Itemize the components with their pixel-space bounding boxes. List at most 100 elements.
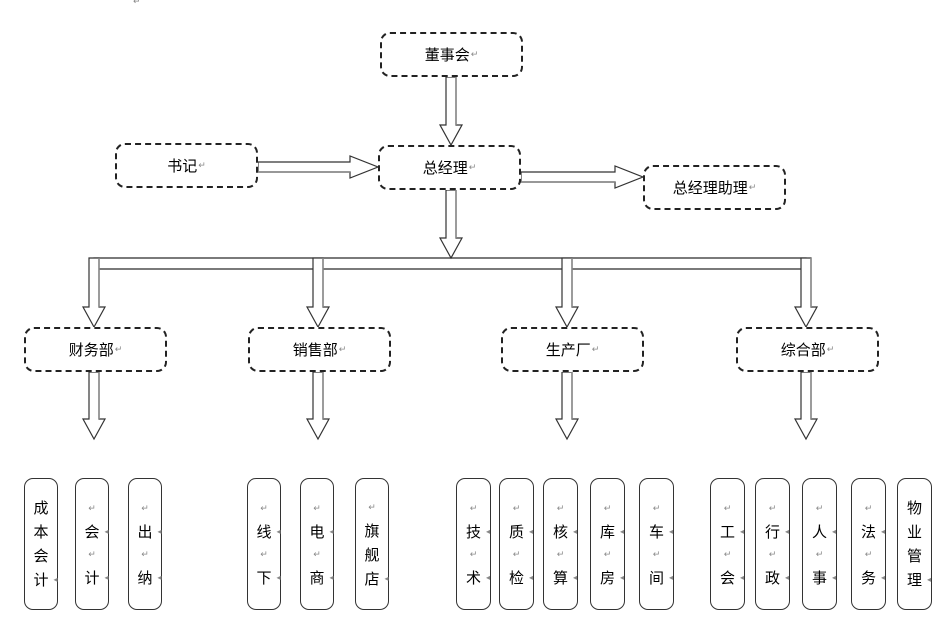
paragraph-mark-icon: ↵ [260,549,268,560]
node-unit[interactable]: ↵会◂↵计◂ [75,478,109,610]
paragraph-mark-icon: ↵ [748,182,757,193]
node-unit-char: 线◂ [256,522,281,541]
arrow-board-to-gm [438,76,464,147]
paragraph-mark-icon: ◂ [926,575,931,584]
node-unit-char: 店◂ [364,569,389,588]
node-unit-char: 成 [33,498,49,517]
paragraph-mark-icon: ◂ [668,573,673,582]
node-unit-char: 质◂ [508,522,533,541]
arrow-secretary-to-gm [257,155,380,179]
node-department[interactable]: 销售部↵ [248,327,391,372]
node-unit[interactable]: ↵核◂↵算◂ [543,478,578,610]
node-unit[interactable]: ↵线◂↵下◂ [247,478,281,610]
paragraph-mark-icon: ↵ [198,160,206,171]
arrow-gm-to-bus [438,189,464,260]
node-unit-char: 纳◂ [137,568,162,587]
node-general-manager-label: 总经理 [422,159,468,177]
bus-bar [93,257,807,270]
node-unit-char: 术◂ [465,568,490,587]
paragraph-mark-icon: ◂ [784,573,789,582]
paragraph-mark-icon: ↵ [114,344,123,355]
node-unit[interactable]: ↵法◂↵务◂ [851,478,886,610]
paragraph-mark-icon: ↵ [313,549,321,560]
node-unit-char: 检◂ [508,568,533,587]
paragraph-mark-icon: ↵ [133,0,141,7]
node-unit[interactable]: ↵人◂↵事◂ [802,478,837,610]
paragraph-mark-icon: ◂ [276,573,281,582]
node-unit-char: 出◂ [137,522,162,541]
node-department[interactable]: 生产厂↵ [501,327,644,372]
node-department[interactable]: 综合部↵ [736,327,879,372]
node-department[interactable]: 财务部↵ [24,327,167,372]
node-unit-char: 务◂ [860,568,885,587]
node-general-manager[interactable]: 总经理↵ [378,145,521,190]
node-unit[interactable]: ↵库◂↵房◂ [590,478,625,610]
paragraph-mark-icon: ↵ [723,549,732,560]
arrow-department-to-units [305,371,331,441]
paragraph-mark-icon: ↵ [88,549,96,560]
node-unit[interactable]: ↵质◂↵检◂ [499,478,534,610]
node-unit-char: 计◂ [33,570,58,589]
node-gm-assistant[interactable]: 总经理助理↵ [643,165,786,210]
paragraph-mark-icon: ◂ [157,527,162,536]
node-unit[interactable]: ↵ 技◂ ↵ 术◂ [456,478,491,610]
paragraph-mark-icon: ◂ [619,527,624,536]
paragraph-mark-icon: ↵ [864,549,873,560]
node-unit-char: 旗 [364,521,380,540]
paragraph-mark-icon: ◂ [528,573,533,582]
paragraph-mark-icon: ◂ [880,527,885,536]
node-unit-char: 本 [33,522,49,541]
node-unit-char: 会 [33,546,49,565]
node-unit-char: 算◂ [552,568,577,587]
node-gm-assistant-label: 总经理助理 [672,179,748,197]
paragraph-mark-icon: ↵ [469,503,478,514]
paragraph-mark-icon: ◂ [528,527,533,536]
paragraph-mark-icon: ↵ [603,503,612,514]
node-unit[interactable]: ↵工◂↵会◂ [710,478,745,610]
paragraph-mark-icon: ◂ [572,573,577,582]
node-unit[interactable]: 成本会计◂ [24,478,58,610]
node-unit-char: 计◂ [84,568,109,587]
node-department-label: 生产厂 [545,341,591,359]
node-unit-char: 商◂ [309,568,334,587]
node-unit-char: 业 [906,522,922,541]
node-unit-char: 管 [906,546,922,565]
node-unit-char: 技◂ [465,522,490,541]
paragraph-mark-icon: ↵ [469,549,478,560]
node-unit[interactable]: ↵旗舰店◂ [355,478,389,610]
arrow-gm-to-assistant [520,165,645,189]
paragraph-mark-icon: ↵ [723,503,732,514]
node-unit[interactable]: 物业管理◂ [897,478,932,610]
paragraph-mark-icon: ↵ [368,502,376,513]
paragraph-mark-icon: ↵ [556,549,565,560]
paragraph-mark-icon: ↵ [556,503,565,514]
paragraph-mark-icon: ◂ [329,573,334,582]
paragraph-mark-icon: ◂ [831,573,836,582]
node-unit-char: 电◂ [309,522,334,541]
node-unit-char: 事◂ [811,568,836,587]
paragraph-mark-icon: ↵ [313,503,321,514]
paragraph-mark-icon: ◂ [53,575,58,584]
node-unit[interactable]: ↵出◂↵纳◂ [128,478,162,610]
node-secretary-label: 书记 [167,157,198,175]
node-unit-char: 间◂ [648,568,673,587]
node-department-label: 销售部 [292,341,338,359]
node-unit-char: 房◂ [599,568,624,587]
paragraph-mark-icon: ◂ [739,573,744,582]
paragraph-mark-icon: ◂ [831,527,836,536]
paragraph-mark-icon: ↵ [815,549,824,560]
paragraph-mark-icon: ↵ [512,503,521,514]
paragraph-mark-icon: ↵ [470,49,479,60]
node-unit[interactable]: ↵ 电◂ ↵ 商◂ [300,478,334,610]
node-secretary[interactable]: 书记↵ [115,143,258,188]
node-board[interactable]: 董事会↵ [380,32,523,77]
paragraph-mark-icon: ↵ [88,503,96,514]
node-unit-char: 人◂ [811,522,836,541]
node-unit[interactable]: ↵车◂↵间◂ [639,478,674,610]
paragraph-mark-icon: ◂ [104,573,109,582]
node-unit-char: 行◂ [764,522,789,541]
paragraph-mark-icon: ◂ [384,574,389,583]
node-unit-char: 车◂ [648,522,673,541]
node-unit[interactable]: ↵行◂↵政◂ [755,478,790,610]
